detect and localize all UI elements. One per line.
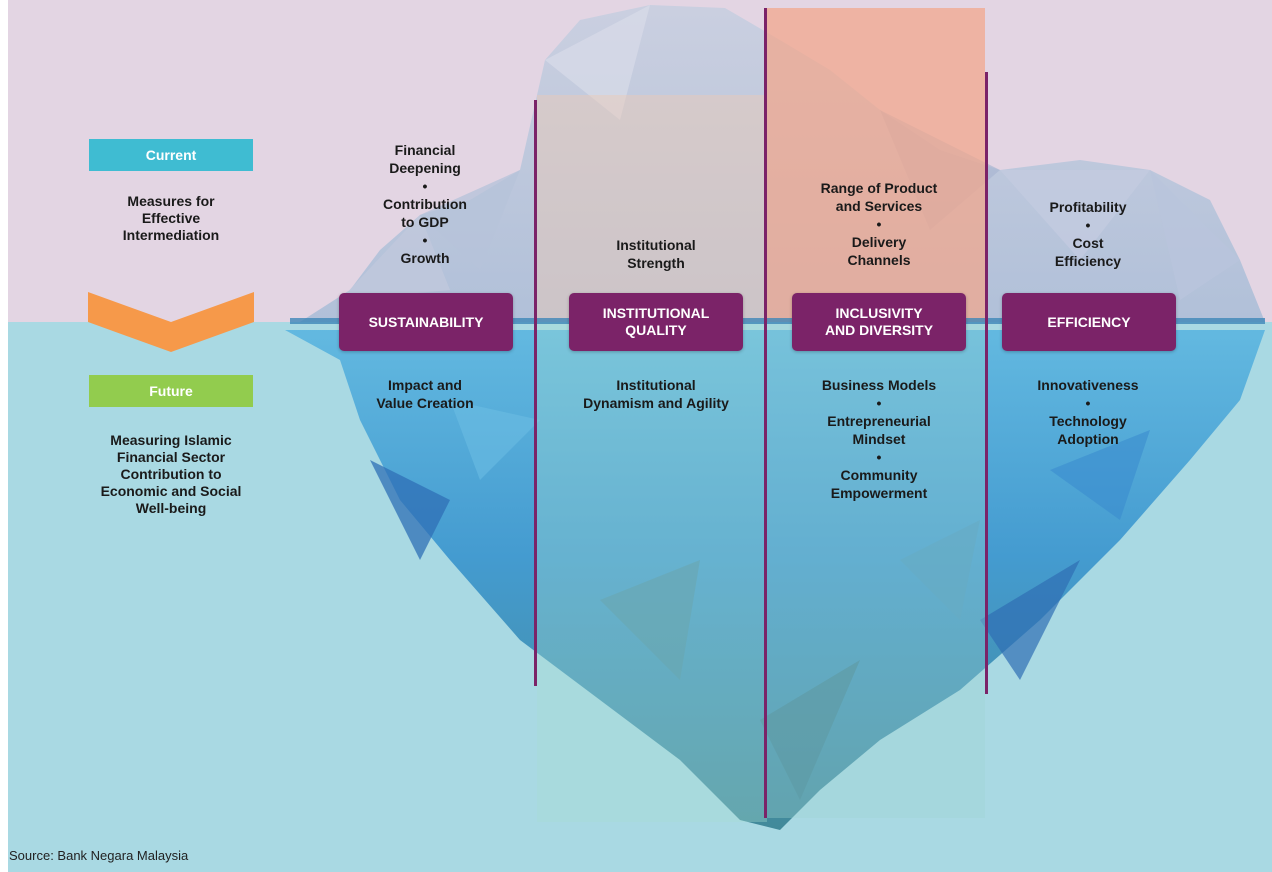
inclusivity-future-measures: Business Models • Entrepreneurial Mindse… <box>796 376 962 502</box>
measure-line: Community <box>840 467 918 483</box>
measure-line: Financial <box>394 142 456 158</box>
measure-line: Mindset <box>852 431 906 447</box>
bullet-separator: • <box>1085 395 1091 411</box>
column-divider <box>534 100 537 686</box>
measure-line: Impact and <box>388 377 462 393</box>
measure-line: Efficiency <box>1054 253 1122 269</box>
down-chevron-arrow <box>88 292 254 352</box>
measure-line: Growth <box>400 250 450 266</box>
measure-line: Range of Product <box>820 180 938 196</box>
iceberg-bottom <box>285 330 1265 830</box>
bullet-separator: • <box>876 395 882 411</box>
pillar-label: INSTITUTIONAL <box>602 305 710 321</box>
measure-line: Institutional <box>616 237 696 253</box>
pillar-inclusivity-diversity: INCLUSIVITY AND DIVERSITY <box>792 293 966 351</box>
measure-line: Institutional <box>616 377 696 393</box>
measure-line: and Services <box>835 198 923 214</box>
pillar-label: QUALITY <box>625 322 687 338</box>
pillar-efficiency: EFFICIENCY <box>1002 293 1176 351</box>
measure-line: Strength <box>627 255 685 271</box>
inclusivity-current-measures: Range of Product and Services • Delivery… <box>796 179 962 269</box>
measure-line: Contribution <box>383 196 467 212</box>
measure-line: Delivery <box>851 234 907 250</box>
future-line: Economic and Social <box>100 483 242 499</box>
pillar-sustainability: SUSTAINABILITY <box>339 293 513 351</box>
future-line: Well-being <box>135 500 207 516</box>
institutional-current-measures: Institutional Strength <box>576 236 736 272</box>
measure-line: to GDP <box>401 214 449 230</box>
measure-line: Profitability <box>1049 199 1127 215</box>
future-description: Measuring Islamic Financial Sector Contr… <box>86 432 256 517</box>
pillar-institutional-quality: INSTITUTIONAL QUALITY <box>569 293 743 351</box>
efficiency-future-measures: Innovativeness • Technology Adoption <box>1008 376 1168 448</box>
current-line: Effective <box>141 210 201 226</box>
sustainability-future-measures: Impact and Value Creation <box>345 376 505 412</box>
bullet-separator: • <box>422 232 428 248</box>
measure-line: Cost <box>1072 235 1104 251</box>
bullet-separator: • <box>422 178 428 194</box>
future-line: Financial Sector <box>116 449 226 465</box>
measure-line: Channels <box>847 252 911 268</box>
pillar-label: SUSTAINABILITY <box>368 313 484 330</box>
future-line: Measuring Islamic <box>110 432 232 448</box>
pillar-label: AND DIVERSITY <box>824 322 934 338</box>
column-divider <box>764 8 767 818</box>
sustainability-current-measures: Financial Deepening • Contribution to GD… <box>345 141 505 267</box>
future-label: Future <box>89 375 253 407</box>
measure-line: Value Creation <box>376 395 474 411</box>
measure-line: Deepening <box>389 160 461 176</box>
measure-line: Dynamism and Agility <box>583 395 729 411</box>
column-divider <box>985 72 988 694</box>
current-description: Measures for Effective Intermediation <box>86 193 256 244</box>
bullet-separator: • <box>876 216 882 232</box>
measure-line: Business Models <box>821 377 937 393</box>
source-note: Source: Bank Negara Malaysia <box>9 848 189 863</box>
bullet-separator: • <box>1085 217 1091 233</box>
current-label: Current <box>89 139 253 171</box>
future-line: Contribution to <box>120 466 222 482</box>
current-line: Measures for <box>127 193 215 209</box>
pillar-label: INCLUSIVITY <box>835 305 923 321</box>
measure-line: Empowerment <box>830 485 928 501</box>
current-line: Intermediation <box>122 227 220 243</box>
institutional-future-measures: Institutional Dynamism and Agility <box>566 376 746 412</box>
measure-line: Technology <box>1049 413 1127 429</box>
measure-line: Entrepreneurial <box>827 413 931 429</box>
measure-line: Adoption <box>1057 431 1119 447</box>
pillar-label: EFFICIENCY <box>1047 313 1131 330</box>
bullet-separator: • <box>876 449 882 465</box>
column-highlight <box>767 8 985 322</box>
measure-line: Innovativeness <box>1037 377 1139 393</box>
efficiency-current-measures: Profitability • Cost Efficiency <box>1008 198 1168 270</box>
